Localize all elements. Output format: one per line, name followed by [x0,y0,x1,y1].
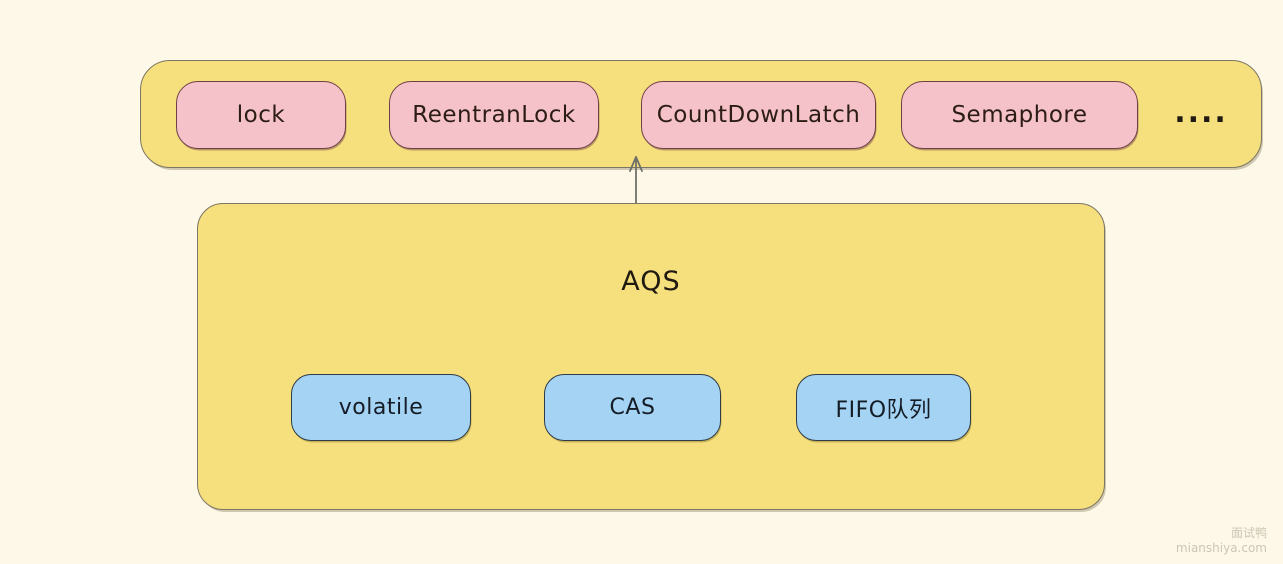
watermark-url: mianshiya.com [1175,541,1267,555]
arrow-up-icon [629,156,643,206]
node-fifo-queue-label: FIFO队列 [835,397,932,423]
aqs-group: AQS volatile CAS FIFO队列 [197,203,1105,510]
node-semaphore: Semaphore [901,81,1138,149]
node-fifo-queue: FIFO队列 [796,374,971,441]
node-cas: CAS [544,374,721,441]
watermark-brand: 面试鸭 [1230,526,1267,540]
node-reentranlock: ReentranLock [389,81,599,149]
watermark: 面试鸭 mianshiya.com [1176,526,1267,556]
ellipsis-more-label: .... [1174,95,1228,130]
node-reentranlock-label: ReentranLock [412,102,576,128]
node-volatile: volatile [291,374,471,441]
top-tools-group: lock ReentranLock CountDownLatch Semapho… [140,60,1262,168]
node-lock: lock [176,81,346,149]
node-volatile-label: volatile [338,395,424,420]
node-semaphore-label: Semaphore [951,102,1088,128]
node-lock-label: lock [236,102,286,128]
node-countdownlatch-label: CountDownLatch [656,102,861,128]
aqs-title: AQS [621,266,681,297]
node-cas-label: CAS [609,395,656,420]
node-countdownlatch: CountDownLatch [641,81,876,149]
